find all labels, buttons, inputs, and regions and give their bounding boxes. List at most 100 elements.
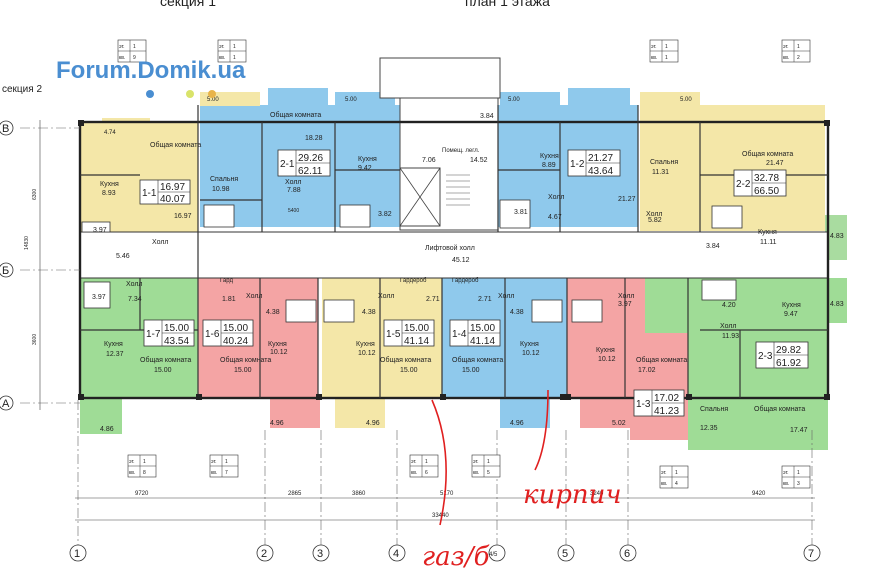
svg-text:Общая комната: Общая комната	[742, 150, 793, 158]
svg-text:эт.: эт.	[211, 459, 217, 465]
svg-text:Лифтовой холл: Лифтовой холл	[425, 244, 475, 252]
svg-text:7: 7	[225, 470, 228, 476]
svg-text:15.00: 15.00	[234, 367, 252, 374]
section-1-label: секция 1	[160, 0, 216, 9]
apt-2-2-balcony	[640, 92, 700, 106]
svg-text:2: 2	[797, 55, 800, 61]
svg-text:5: 5	[487, 470, 490, 476]
labels-apt-1-2: 5.00 Кухня 8.89 Холл 4.67 3.81 21.27	[508, 97, 636, 221]
svg-text:Кухня: Кухня	[596, 347, 615, 354]
svg-text:7.34: 7.34	[128, 296, 142, 303]
svg-text:Общая комната: Общая комната	[452, 356, 503, 364]
svg-text:1: 1	[225, 459, 228, 465]
axis-bubbles	[0, 120, 821, 562]
svg-text:Холл: Холл	[152, 239, 169, 246]
axis-number-6: 6	[624, 548, 630, 560]
svg-text:Кухня: Кухня	[100, 181, 119, 188]
svg-text:41.14: 41.14	[404, 336, 429, 347]
svg-text:5.00: 5.00	[345, 97, 357, 103]
gas-block-annotation: газ/б	[422, 542, 490, 572]
labels-apt-2-1: 5.00 5.00 Общая комната 18.28 Спальня 10…	[207, 97, 392, 218]
svg-text:Помещ. легл.: Помещ. легл.	[442, 148, 480, 154]
axis-number-7: 7	[808, 548, 814, 560]
dim-left-total: 14830	[24, 236, 30, 250]
svg-text:Гардероб: Гардероб	[452, 278, 479, 284]
svg-text:15.00: 15.00	[400, 367, 418, 374]
apt-badge-1-4: 1-4 15.00 41.14	[449, 319, 501, 347]
red-markup	[431, 389, 549, 526]
dim-span-3: 3860	[352, 491, 366, 497]
svg-text:12.35: 12.35	[700, 425, 718, 432]
svg-text:Кухня: Кухня	[104, 341, 123, 348]
lift-shaft	[399, 167, 441, 227]
watermark-text: Forum.Domik.ua	[56, 57, 246, 84]
axis-number-1: 1	[74, 548, 80, 560]
svg-text:17.02: 17.02	[638, 367, 656, 374]
stamp-kv-1b: эт.1 кв.1	[649, 39, 679, 63]
svg-text:3: 3	[797, 481, 800, 487]
stamp-kv-6: эт.1 кв.6	[409, 454, 439, 478]
svg-text:9: 9	[133, 55, 136, 61]
apt-1-6-balcony	[270, 398, 320, 428]
svg-text:43.64: 43.64	[588, 166, 613, 177]
svg-text:4.96: 4.96	[366, 420, 380, 427]
svg-text:11.31: 11.31	[652, 169, 669, 176]
svg-text:1: 1	[797, 470, 800, 476]
svg-text:Холл: Холл	[498, 293, 515, 300]
svg-text:Общая комната: Общая комната	[140, 356, 191, 364]
svg-text:5.00: 5.00	[680, 97, 692, 103]
svg-text:29.82: 29.82	[776, 345, 801, 356]
svg-text:41.23: 41.23	[654, 406, 679, 417]
dim-span-2: 2865	[288, 491, 302, 497]
svg-text:9.42: 9.42	[358, 165, 372, 172]
svg-text:3.84: 3.84	[706, 243, 720, 250]
apt-2-3-ext	[645, 278, 690, 333]
svg-text:8.89: 8.89	[542, 162, 556, 169]
svg-text:15.00: 15.00	[462, 367, 480, 374]
apt-badge-1-3: 1-3 17.02 41.23	[633, 389, 685, 417]
svg-text:4.96: 4.96	[270, 420, 284, 427]
apt-badge-1-7: 1-7 15.00 43.54	[143, 319, 195, 347]
svg-text:4.83: 4.83	[830, 233, 844, 240]
svg-text:Кухня: Кухня	[358, 156, 377, 163]
svg-text:1: 1	[487, 459, 490, 465]
svg-text:11.11: 11.11	[760, 239, 777, 246]
svg-text:14.52: 14.52	[470, 157, 488, 164]
apt-1-2-bay	[568, 88, 630, 108]
svg-text:кв.: кв.	[783, 481, 789, 487]
svg-text:10.12: 10.12	[270, 349, 288, 356]
svg-text:эт.: эт.	[651, 44, 657, 50]
svg-text:эт.: эт.	[661, 470, 667, 476]
svg-text:8: 8	[143, 470, 146, 476]
svg-text:2-3: 2-3	[758, 351, 773, 362]
svg-text:4.20: 4.20	[722, 302, 736, 309]
svg-text:1-2: 1-2	[570, 159, 585, 170]
stair-steps	[446, 174, 470, 206]
svg-text:40.24: 40.24	[223, 336, 248, 347]
svg-text:2-2: 2-2	[736, 179, 751, 190]
svg-text:Кухня: Кухня	[540, 153, 559, 160]
svg-text:кв.: кв.	[783, 55, 789, 61]
apt-badge-2-3: 2-3 29.82 61.92	[755, 341, 809, 369]
svg-text:3.97: 3.97	[92, 294, 106, 301]
svg-text:61.92: 61.92	[776, 358, 801, 369]
svg-text:1-7: 1-7	[146, 329, 161, 340]
svg-text:1: 1	[665, 44, 668, 50]
axis-letter-v: В	[2, 123, 9, 135]
svg-text:45.12: 45.12	[452, 257, 470, 264]
svg-text:62.11: 62.11	[298, 166, 323, 177]
watermark-dots	[146, 90, 216, 98]
svg-text:кв.: кв.	[651, 55, 657, 61]
apt-1-4-balcony	[500, 398, 550, 428]
axis-letter-a: А	[2, 398, 10, 410]
axis-number-4: 4	[393, 548, 399, 560]
svg-text:Кухня: Кухня	[356, 341, 375, 348]
svg-text:Общая комната: Общая комната	[636, 356, 687, 364]
svg-text:15.00: 15.00	[404, 323, 429, 334]
svg-text:1-6: 1-6	[205, 329, 220, 340]
svg-text:Холл: Холл	[285, 179, 302, 186]
svg-text:эт.: эт.	[473, 459, 479, 465]
svg-text:21.27: 21.27	[618, 196, 636, 203]
svg-text:4.38: 4.38	[266, 309, 280, 316]
